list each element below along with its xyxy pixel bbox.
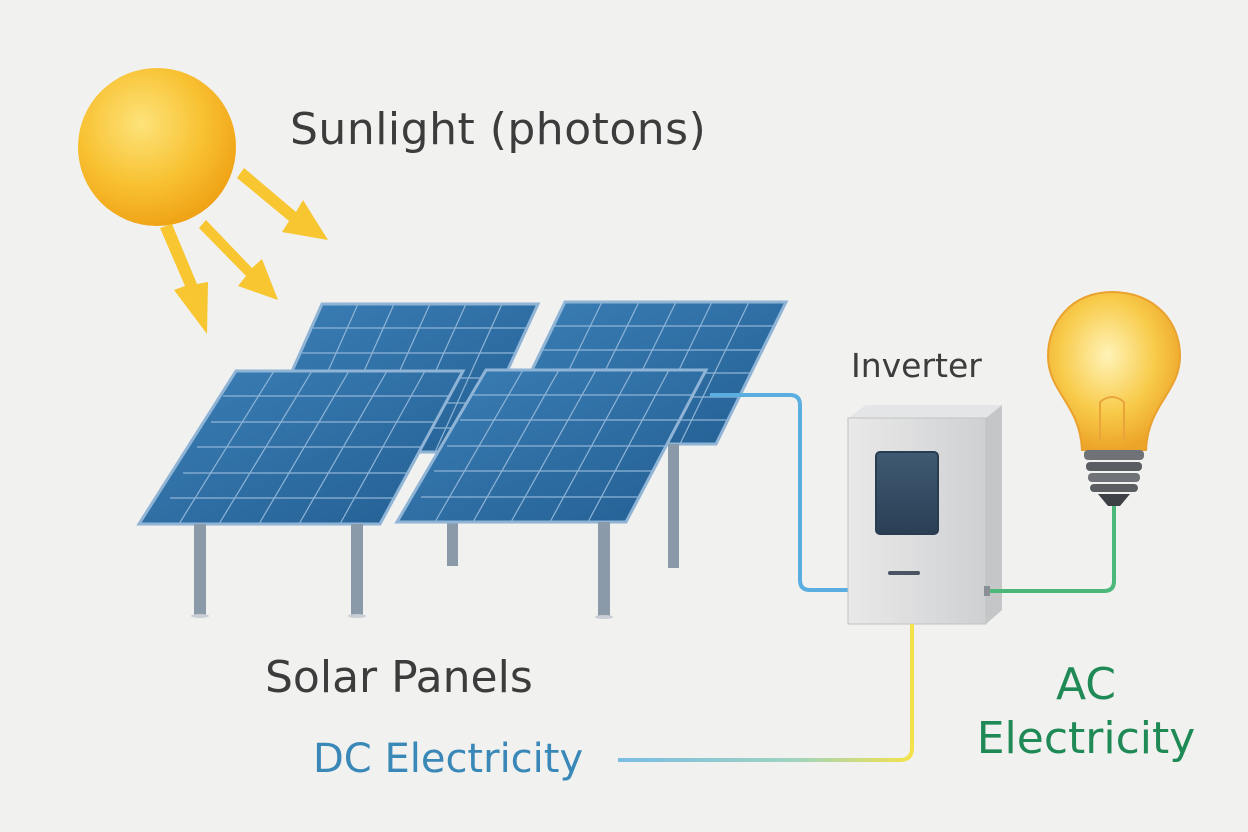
inverter-label: Inverter: [851, 346, 982, 385]
sun-icon: [78, 68, 236, 226]
solar-panel-icon: [394, 368, 709, 524]
dc-electricity-label: DC Electricity: [313, 736, 584, 782]
ac-label-line1: AC: [1055, 659, 1117, 710]
solar-panels-label: Solar Panels: [265, 652, 533, 703]
ac-electricity-label: AC Electricity: [968, 658, 1204, 766]
solar-panel-icon: [136, 369, 466, 526]
sunlight-rays: [160, 168, 328, 334]
sunlight-label: Sunlight (photons): [290, 104, 707, 155]
ac-label-line2: Electricity: [976, 713, 1196, 764]
inverter-output-wire: [618, 624, 914, 762]
panel-frame-legs: [447, 444, 679, 568]
panel-frame-legs: [191, 522, 613, 619]
light-bulb-icon: [1046, 290, 1182, 506]
ac-wire: [990, 500, 1116, 593]
inverter-icon: [847, 405, 1002, 625]
dc-wire: [710, 393, 848, 592]
